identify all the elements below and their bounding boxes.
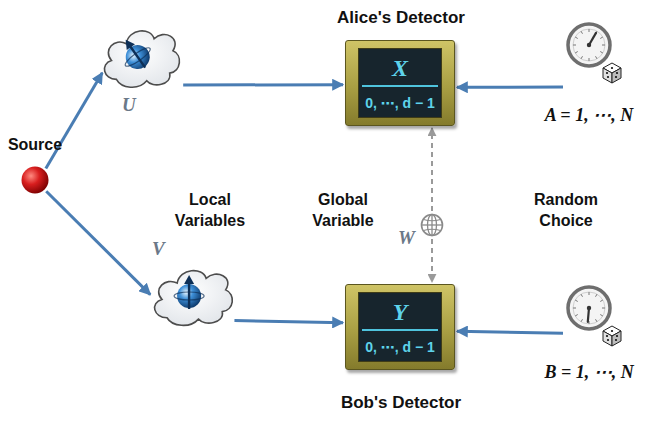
source-particle [21,166,49,194]
region-caption: Random Choice [526,190,606,232]
setting-dial [565,283,623,355]
node-dial: B = 1, ⋯, N [565,283,623,355]
outcome-range: 0, ⋯, d − 1 [365,95,435,111]
screen-divider [362,329,438,331]
spin-particle [100,22,182,92]
local-variable-name: V [152,238,165,260]
region-caption: Local Variables [165,190,255,232]
spin-particle [150,262,235,330]
flow-arrow [183,83,343,86]
global-variable-name: W [398,227,415,249]
outcome-range: 0, ⋯, d − 1 [365,339,435,355]
local-variable-name: U [122,94,136,116]
detector-title: Alice's Detector [337,8,465,28]
flow-arrow [46,73,102,169]
flow-arrow [457,331,563,333]
node-cloud: V [150,262,235,330]
outcome-symbol: X [392,55,408,82]
region-caption: Global Variable [303,190,383,232]
node-ball: Source [21,166,49,194]
screen-divider [362,85,438,87]
globe-icon [420,213,444,237]
detector-box: Y0, ⋯, d − 1Bob's Detector [345,284,455,370]
flow-arrow [234,321,343,323]
global-link-arrow [431,239,433,282]
node-dial: A = 1, ⋯, N [565,20,623,92]
setting-range: A = 1, ⋯, N [545,104,633,126]
detector-screen: Y 0, ⋯, d − 1 [358,292,442,362]
detector-box: X0, ⋯, d − 1Alice's Detector [345,40,455,126]
detector-screen: X 0, ⋯, d − 1 [358,48,442,118]
detector-title: Bob's Detector [341,393,461,413]
flow-arrow [457,85,563,88]
global-link-arrow [431,128,433,211]
flow-arrow [46,191,150,294]
outcome-symbol: Y [393,299,408,326]
setting-dial [565,20,623,92]
node-cloud: U [100,22,182,92]
node-globe: W [420,213,444,237]
setting-range: B = 1, ⋯, N [544,361,633,383]
source-label: Source [8,136,62,154]
